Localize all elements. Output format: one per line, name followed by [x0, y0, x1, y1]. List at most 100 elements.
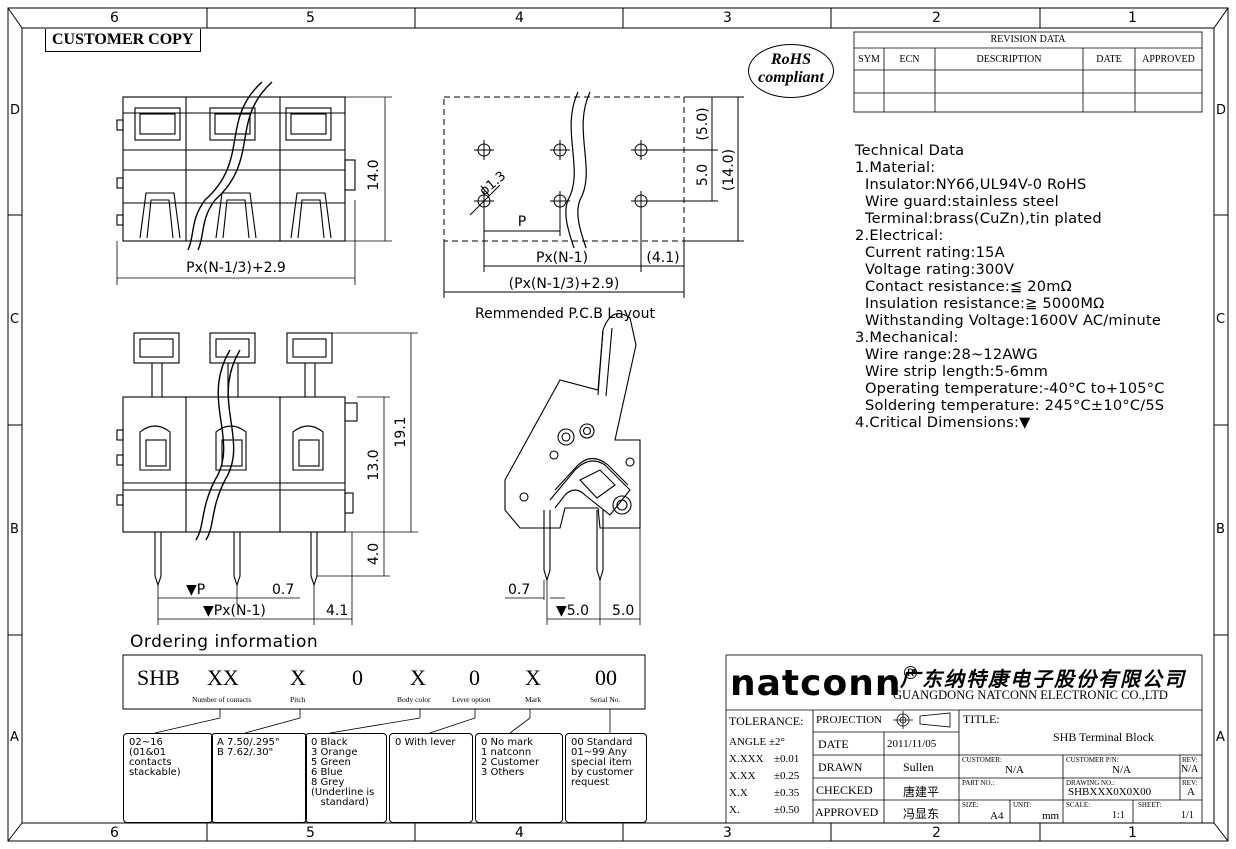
col-label-6-bottom: 6	[110, 825, 119, 841]
rev-label-2: REV:	[1182, 779, 1198, 787]
sub-label: Body color	[397, 695, 431, 704]
tolerance-label: TOLERANCE:	[729, 714, 804, 728]
pcb-dim-total: (Px(N-1/3)+2.9)	[509, 276, 620, 292]
tech-line: 1.Material:	[855, 159, 936, 176]
pcb-pitch: P	[518, 214, 526, 230]
tol-value: ±0.25	[774, 770, 800, 782]
col-label-1: 1	[1128, 10, 1137, 26]
code-part: X	[525, 665, 541, 690]
front-dim-19-1: 19.1	[393, 416, 409, 447]
option-box-pitch: A 7.50/.295" B 7.62/.30"	[211, 733, 307, 823]
tech-line: Withstanding Voltage:1600V AC/minute	[865, 312, 1162, 329]
tech-line: Soldering temperature: 245°C±10°C/5S	[865, 397, 1165, 414]
sub-label: Pitch	[290, 695, 306, 704]
side-dim-5-0-b: 5.0	[612, 603, 634, 619]
brand-name: natconn	[730, 663, 902, 704]
scale-value: 1:1	[1112, 810, 1125, 821]
revision-header-description: DESCRIPTION	[976, 54, 1042, 65]
tech-line: Operating temperature:-40°C to+105°C	[865, 380, 1165, 397]
front-dim-4-1: 4.1	[326, 603, 348, 619]
option-box-mark: 0 No mark 1 natconn 2 Customer 3 Others	[475, 733, 563, 823]
tol-key: X.X	[729, 787, 748, 799]
pcb-dim-14-0: (14.0)	[721, 149, 737, 191]
sub-label: Number of contacts	[192, 695, 252, 704]
approved-value: 冯显东	[903, 807, 940, 821]
rohs-badge: RoHS compliant	[748, 44, 834, 98]
drawn-value: Sullen	[903, 760, 934, 774]
sub-label: Serial No.	[590, 695, 621, 704]
row-label-c: C	[10, 312, 20, 327]
col-label-5: 5	[306, 10, 315, 26]
col-label-4: 4	[515, 10, 524, 26]
front-view-drawing	[116, 332, 358, 587]
code-part: SHB	[137, 665, 180, 690]
revision-header-date: DATE	[1096, 54, 1122, 65]
customer-pn-label: CUSTOMER P/N:	[1066, 756, 1119, 764]
tol-key: X.XX	[729, 770, 756, 782]
customer-copy-stamp: CUSTOMER COPY	[45, 29, 201, 52]
size-label: SIZE:	[962, 801, 979, 809]
registered-mark: ®	[901, 663, 921, 684]
pcb-dim-px-n1: Px(N-1)	[536, 250, 588, 266]
option-box-serial: 00 Standard 01~99 Any special item by cu…	[565, 733, 647, 823]
col-label-4-bottom: 4	[515, 825, 524, 841]
pcb-dim-5-0: 5.0	[695, 164, 711, 186]
revision-header-ecn: ECN	[899, 54, 920, 65]
row-label-b-right: B	[1216, 522, 1225, 537]
row-label-c-right: C	[1216, 312, 1226, 327]
unit-value: mm	[1042, 810, 1060, 822]
sheet-value: 1/1	[1181, 810, 1194, 821]
tech-line: 2.Electrical:	[855, 227, 944, 244]
col-label-3: 3	[723, 10, 732, 26]
code-part: X	[290, 665, 306, 690]
row-label-a: A	[10, 730, 19, 745]
tech-line: 4.Critical Dimensions:▼	[855, 414, 1031, 431]
part-no-label: PART NO.:	[962, 779, 995, 787]
customer-label: CUSTOMER:	[962, 756, 1002, 764]
brand-logo: natconn®	[730, 663, 920, 704]
code-part: 0	[352, 665, 363, 690]
row-label-d-right: D	[1216, 103, 1227, 118]
col-label-5-bottom: 5	[306, 825, 315, 841]
tol-key: X.	[729, 804, 740, 816]
sub-label: Mark	[525, 695, 542, 704]
tech-line: Wire range:28~12AWG	[865, 346, 1038, 363]
rohs-line2: compliant	[758, 69, 824, 86]
ordering-code-box	[122, 654, 646, 710]
option-box-body-color: 0 Black 3 Orange 5 Green 6 Blue 8 Grey (…	[305, 733, 387, 823]
code-part: 0	[469, 665, 480, 690]
pcb-dim-4-1: (4.1)	[646, 250, 679, 266]
option-box-lever: 0 With lever	[389, 733, 473, 823]
col-label-1-bottom: 1	[1128, 825, 1137, 841]
code-part: X	[410, 665, 426, 690]
tech-line: Technical Data	[855, 142, 965, 159]
tol-key: X.XXX	[729, 753, 764, 765]
tech-line: Current rating:15A	[865, 244, 1005, 261]
rev-value-1: N/A	[1181, 764, 1199, 775]
checked-value: 唐建平	[903, 785, 940, 799]
tech-line: Insulation resistance:≧ 5000MΩ	[865, 295, 1105, 312]
front-dim-p: ▼P	[186, 582, 205, 598]
sub-label: Lever option	[452, 695, 491, 704]
company-name-en: GUANGDONG NATCONN ELECTRONIC CO.,LTD	[893, 688, 1168, 702]
sheet-label: SHEET:	[1138, 801, 1162, 809]
col-label-6: 6	[110, 10, 119, 26]
date-label: DATE	[818, 737, 849, 751]
title-label: TITLE:	[963, 712, 1000, 726]
projection-label: PROJECTION	[816, 714, 883, 726]
date-value: 2011/11/05	[887, 738, 937, 750]
size-value: A4	[990, 810, 1004, 822]
hole-dim: ϕ1.3	[477, 169, 509, 199]
front-dim-4-0: 4.0	[366, 543, 382, 565]
top-height-dim: 14.0	[366, 159, 382, 190]
company-name-cn: 广东纳特康电子股份有限公司	[900, 667, 1186, 691]
ordering-title: Ordering information	[130, 632, 319, 652]
side-view-drawing	[504, 313, 641, 582]
tech-line: Contact resistance:≦ 20mΩ	[865, 278, 1072, 295]
pcb-caption: Remmended P.C.B Layout	[475, 306, 655, 322]
row-label-a-right: A	[1216, 730, 1225, 745]
tol-value: ±0.35	[774, 787, 800, 799]
revision-title: REVISION DATA	[990, 34, 1066, 45]
tech-line: Insulator:NY66,UL94V-0 RoHS	[865, 176, 1087, 193]
code-part: 00	[595, 665, 617, 690]
